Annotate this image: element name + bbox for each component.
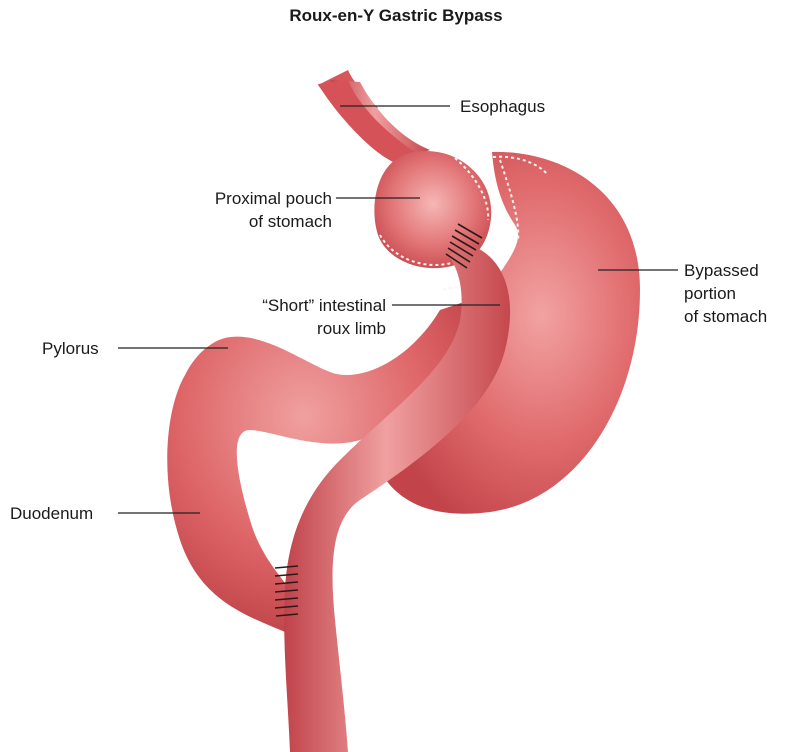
label-bypassed-line2: portion [684, 283, 736, 304]
label-roux-limb-line2: roux limb [206, 318, 386, 339]
label-pylorus: Pylorus [42, 338, 99, 359]
label-proximal-pouch-line2: of stomach [170, 211, 332, 232]
label-roux-limb-line1: “Short” intestinal [206, 295, 386, 316]
label-bypassed-line3: of stomach [684, 306, 767, 327]
label-bypassed-line1: Bypassed [684, 260, 759, 281]
label-duodenum: Duodenum [10, 503, 93, 524]
label-proximal-pouch-line1: Proximal pouch [170, 188, 332, 209]
label-esophagus: Esophagus [460, 96, 545, 117]
